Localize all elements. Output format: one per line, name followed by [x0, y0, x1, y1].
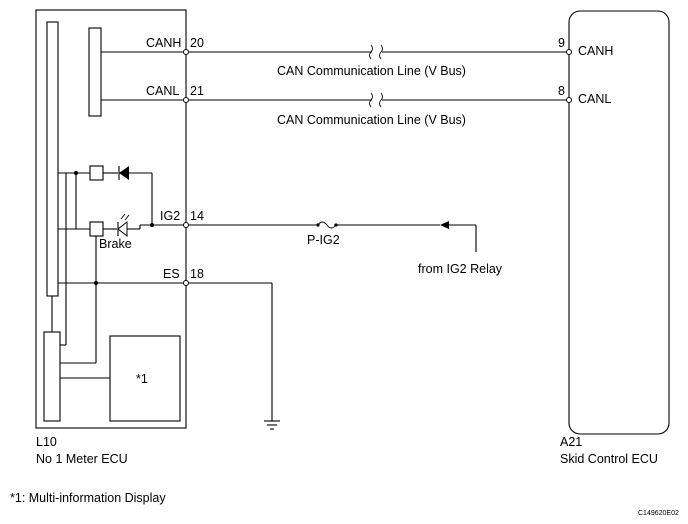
canl-break-mark — [369, 92, 383, 108]
led-emission-icon — [120, 213, 130, 221]
canl-connector-pin-right — [566, 97, 572, 103]
junction-dot — [150, 223, 154, 227]
canl-line-caption: CAN Communication Line (V Bus) — [277, 113, 466, 127]
ig2-pin: 14 — [190, 209, 204, 223]
fuse-label: P-IG2 — [307, 233, 340, 247]
brake-lamp-label: Brake — [99, 237, 132, 251]
canh-break-mark — [369, 44, 383, 60]
footnote: *1: Multi-information Display — [10, 491, 166, 505]
canl-terminal-label: CANL — [146, 84, 179, 98]
resistor-lower — [89, 221, 104, 237]
ground-icon — [264, 420, 280, 430]
meter-ecu-name: No 1 Meter ECU — [36, 452, 128, 466]
canh-connector-pin — [183, 49, 189, 55]
es-pin: 18 — [190, 267, 204, 281]
arrow-icon — [440, 221, 449, 229]
meter-inner-bar-bottom — [43, 331, 61, 422]
ig2-relay-label: from IG2 Relay — [418, 262, 503, 276]
canh-pin-right: 9 — [558, 36, 565, 50]
meter-inner-bar-can — [88, 27, 102, 117]
canh-connector-pin-right — [566, 49, 572, 55]
meter-ecu-box — [35, 9, 187, 429]
meter-ecu-connector: L10 — [36, 435, 57, 449]
ig2-terminal-label: IG2 — [160, 209, 180, 223]
canl-right-label: CANL — [578, 92, 611, 106]
figure-id: C149620E02 — [638, 510, 679, 517]
led-icon — [117, 220, 128, 238]
skid-ecu-connector: A21 — [560, 435, 582, 449]
multi-info-display-label: *1 — [136, 372, 148, 386]
junction-dot — [94, 281, 98, 285]
ig2-connector-pin — [183, 222, 189, 228]
canh-terminal-label: CANH — [146, 36, 181, 50]
canh-right-label: CANH — [578, 44, 613, 58]
es-connector-pin — [183, 280, 189, 286]
canh-line-caption: CAN Communication Line (V Bus) — [277, 64, 466, 78]
fuse-icon — [317, 221, 337, 229]
canl-connector-pin — [183, 97, 189, 103]
skid-ecu-name: Skid Control ECU — [560, 452, 658, 466]
canl-pin-left: 21 — [190, 84, 204, 98]
resistor-upper — [89, 165, 104, 181]
canl-pin-right: 8 — [558, 84, 565, 98]
diode-icon — [119, 166, 129, 180]
skid-ecu-box — [568, 10, 670, 435]
meter-inner-bar-left — [46, 21, 59, 297]
es-terminal-label: ES — [163, 267, 180, 281]
canh-pin-left: 20 — [190, 36, 204, 50]
